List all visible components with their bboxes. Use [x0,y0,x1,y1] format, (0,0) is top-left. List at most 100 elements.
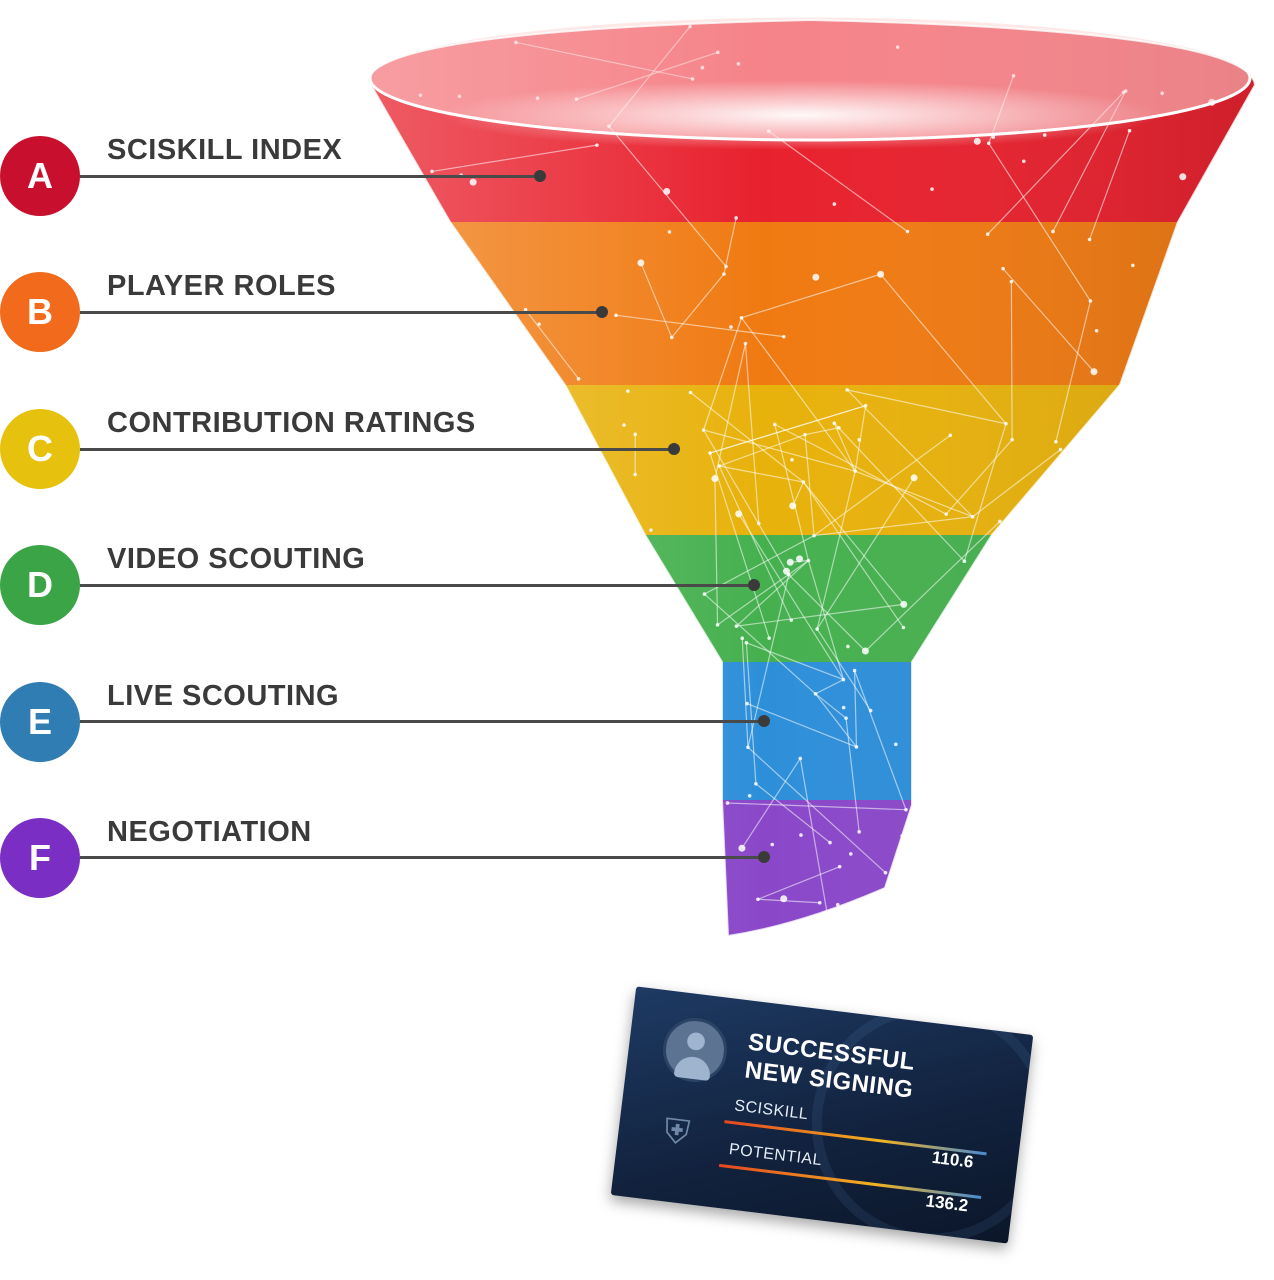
network-line [847,389,1007,425]
network-line [709,452,770,639]
network-node [998,519,1002,524]
network-node [832,202,837,206]
network-line [718,465,792,621]
network-node [754,782,758,786]
network-line [816,477,915,630]
network-line [735,560,809,627]
network-node [734,216,738,220]
network-node [722,272,726,276]
network-line [736,603,904,627]
network-line [738,513,844,680]
network-line [854,670,907,810]
network-line [744,343,760,524]
network-node [1009,279,1014,284]
network-line [833,422,965,562]
network-node [688,390,693,395]
network-line [703,429,787,572]
network-line [719,465,804,483]
network-line [804,434,815,536]
network-node [781,334,786,339]
network-node [817,900,822,905]
network-node [812,273,820,281]
network-node [837,864,842,869]
network-line [703,317,743,431]
network-node [537,322,541,326]
network-node [894,742,898,747]
network-line [799,758,829,916]
network-line [741,273,881,319]
network-line [741,758,801,849]
network-line [854,470,973,518]
network-node [576,377,581,381]
network-node [799,833,803,837]
network-node [595,143,599,147]
network-node [1054,439,1058,444]
network-node [905,229,910,234]
network-node [985,232,990,237]
network-node [739,315,744,320]
network-line [755,783,831,844]
network-node [717,464,721,468]
network-node [430,169,434,174]
network-line [709,405,866,454]
network-node [798,756,803,761]
network-node [846,644,850,649]
network-node [857,830,861,834]
network-line [846,389,974,518]
network-line [746,703,857,748]
network-line [816,628,872,711]
network-line [745,642,757,784]
network-line [727,802,907,811]
network-node [841,705,846,710]
network-line [757,898,820,904]
network-line [714,478,719,625]
network-line [815,693,857,748]
network-line [723,217,737,275]
network-line [804,427,839,436]
funnel-network-lines [418,24,1216,917]
network-node [740,636,745,641]
network-line [802,481,904,628]
network-line [640,262,673,338]
network-line [853,670,858,747]
network-line [815,693,847,719]
network-line [671,273,725,338]
network-line [615,314,784,338]
network-node [1088,299,1093,303]
network-node [852,668,857,673]
network-line [747,574,790,748]
network-line [757,866,840,900]
network-node [772,422,777,427]
network-line [746,642,844,681]
network-node [944,512,948,516]
network-node [962,559,967,564]
network-line [1055,300,1092,442]
network-line [774,424,810,561]
network-node [715,623,720,627]
network-node [770,842,775,847]
network-line [747,746,886,874]
network-node [930,187,934,191]
network-node [626,389,630,393]
network-node [1022,159,1026,164]
network-line [790,559,809,563]
network-line [704,593,816,695]
network-node [743,341,748,346]
network-line [714,343,747,479]
network-line [1002,268,1095,373]
network-node [745,701,749,706]
network-line [813,434,951,537]
network-line [774,423,947,515]
network-line [988,142,1091,302]
network-node [734,624,739,628]
football-shield-icon: ⛨ [661,1112,692,1153]
network-node [663,187,671,195]
network-node [868,708,873,713]
network-node [902,880,910,888]
network-node [789,502,797,510]
network-line [718,434,806,467]
network-line [740,317,856,472]
network-node [854,745,859,749]
network-line [717,560,809,626]
